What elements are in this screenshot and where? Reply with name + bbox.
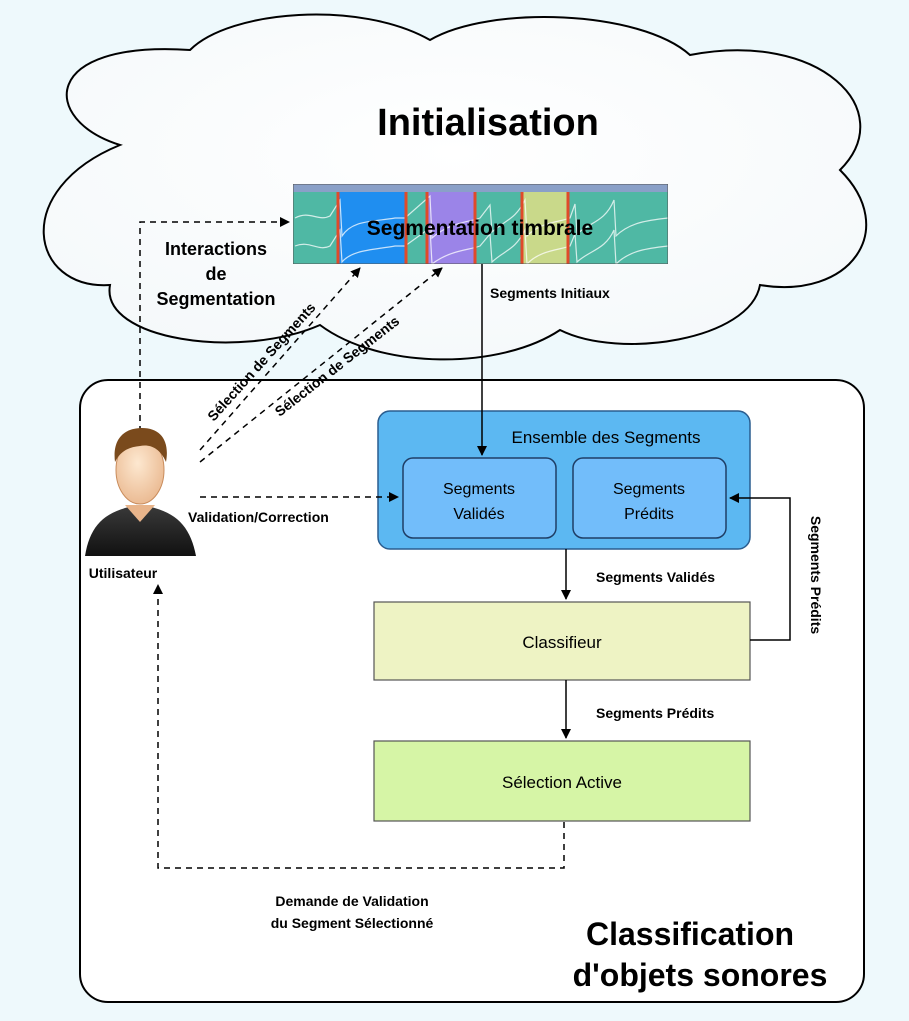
user-label: Utilisateur <box>89 565 158 581</box>
interactions-label-line3: Segmentation <box>156 289 275 309</box>
segments-predits-box <box>572 457 727 539</box>
segments-initiaux-label: Segments Initiaux <box>490 285 610 301</box>
segments-valides-line1: Segments <box>443 481 515 498</box>
demande-validation-line1: Demande de Validation <box>275 893 428 909</box>
selection-active-box <box>373 740 751 822</box>
segments-predits-line2: Prédits <box>624 506 674 523</box>
segments-predits-line1: Segments <box>613 481 685 498</box>
classification-title-line1: Classification <box>586 916 794 952</box>
arrow-interactions-segmentation <box>139 217 290 432</box>
arrow-selection-segments-2 <box>199 267 443 463</box>
classifieur-label: Classifieur <box>522 633 602 652</box>
classification-title-line2: d'objets sonores <box>573 957 828 993</box>
initialisation-title: Initialisation <box>377 102 599 144</box>
arrow-segments-predits-feedback <box>729 493 791 641</box>
arrow-selection-segments-1 <box>199 267 361 451</box>
edge-label-segments-predits: Segments Prédits <box>596 705 714 721</box>
selection-active-label: Sélection Active <box>502 773 622 792</box>
interactions-label-line1: Interactions <box>165 239 267 259</box>
segments-valides-box <box>402 457 557 539</box>
segmentation-timbrale-waveform <box>293 184 668 264</box>
edge-label-segments-valides: Segments Validés <box>596 569 715 585</box>
classifieur-box <box>373 601 751 681</box>
demande-validation-line2: du Segment Sélectionné <box>271 915 434 931</box>
interactions-label-line2: de <box>205 264 226 284</box>
segmentation-timbrale-label: Segmentation timbrale <box>367 217 593 240</box>
segments-valides-line2: Validés <box>453 506 504 523</box>
region-purple <box>427 192 475 264</box>
region-yellow <box>522 192 568 264</box>
user-avatar-icon <box>85 428 196 556</box>
validation-correction-label: Validation/Correction <box>188 509 329 525</box>
edge-label-segments-predits-side: Segments Prédits <box>808 516 824 634</box>
arrow-demande-validation <box>153 584 565 869</box>
ensemble-segments-title: Ensemble des Segments <box>512 428 701 447</box>
